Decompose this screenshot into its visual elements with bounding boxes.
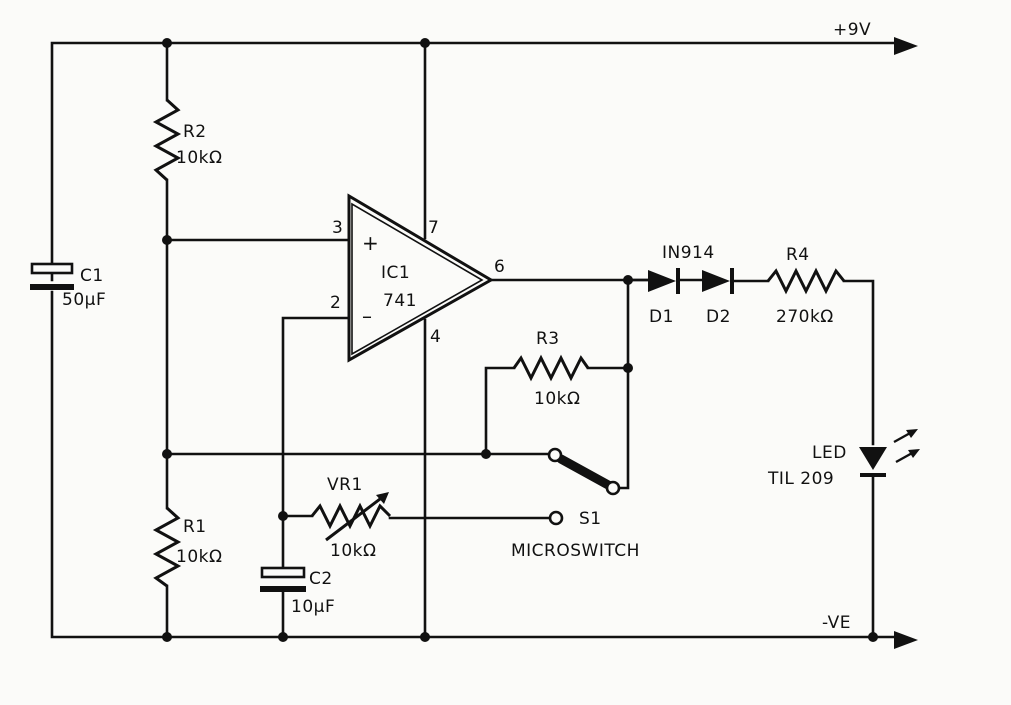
ic-part: 741 xyxy=(383,291,417,311)
vr1-ref: VR1 xyxy=(327,475,363,495)
capacitor-c1 xyxy=(30,262,74,290)
s1-name: MICROSWITCH xyxy=(511,541,640,561)
microswitch-s1 xyxy=(547,447,621,526)
c1-ref: C1 xyxy=(80,266,104,286)
wire-pin2 xyxy=(281,316,351,570)
pin-3-label: 3 xyxy=(332,218,343,238)
c2-ref: C2 xyxy=(309,569,333,589)
pin-6-label: 6 xyxy=(494,257,505,277)
noninverting-sign: + xyxy=(362,231,379,255)
diode-type: IN914 xyxy=(662,243,715,263)
positive-rail-label: +9V xyxy=(833,20,871,40)
resistor-r1 xyxy=(152,506,182,639)
junctions xyxy=(162,38,878,642)
capacitor-c2 xyxy=(260,566,306,639)
led-part: TIL 209 xyxy=(767,469,834,489)
r1-ref: R1 xyxy=(183,517,207,537)
r2-value: 10kΩ xyxy=(176,148,222,168)
d1-ref: D1 xyxy=(649,307,674,327)
potentiometer-vr1 xyxy=(281,492,552,542)
pin-7-label: 7 xyxy=(428,218,439,238)
vr1-value: 10kΩ xyxy=(330,541,376,561)
switch-contact-nc xyxy=(605,480,621,496)
resistor-r2 xyxy=(152,41,182,510)
resistor-r3 xyxy=(484,278,630,490)
r2-ref: R2 xyxy=(183,122,207,142)
inverting-sign: – xyxy=(362,304,372,328)
pin-4-label: 4 xyxy=(430,327,441,347)
switch-contact-no xyxy=(548,510,564,526)
led-ref: LED xyxy=(812,443,847,463)
r3-ref: R3 xyxy=(536,329,560,349)
pin-2-label: 2 xyxy=(330,293,341,313)
c2-value: 10µF xyxy=(291,597,335,617)
ic-name: IC1 xyxy=(381,263,410,283)
r4-value: 270kΩ xyxy=(776,307,834,327)
negative-rail xyxy=(50,290,918,649)
r1-value: 10kΩ xyxy=(176,547,222,567)
r3-value: 10kΩ xyxy=(534,389,580,409)
switch-contact-common xyxy=(547,447,563,463)
s1-ref: S1 xyxy=(579,509,602,529)
opamp-ic1 xyxy=(347,193,494,363)
led-til209 xyxy=(859,429,920,639)
diode-d1 xyxy=(626,268,704,294)
resistor-r4 xyxy=(766,267,875,446)
diode-d2 xyxy=(702,268,770,294)
d2-ref: D2 xyxy=(706,307,731,327)
c1-value: 50µF xyxy=(62,290,106,310)
positive-rail xyxy=(50,37,918,282)
r4-ref: R4 xyxy=(786,245,810,265)
negative-rail-label: -VE xyxy=(822,613,851,633)
